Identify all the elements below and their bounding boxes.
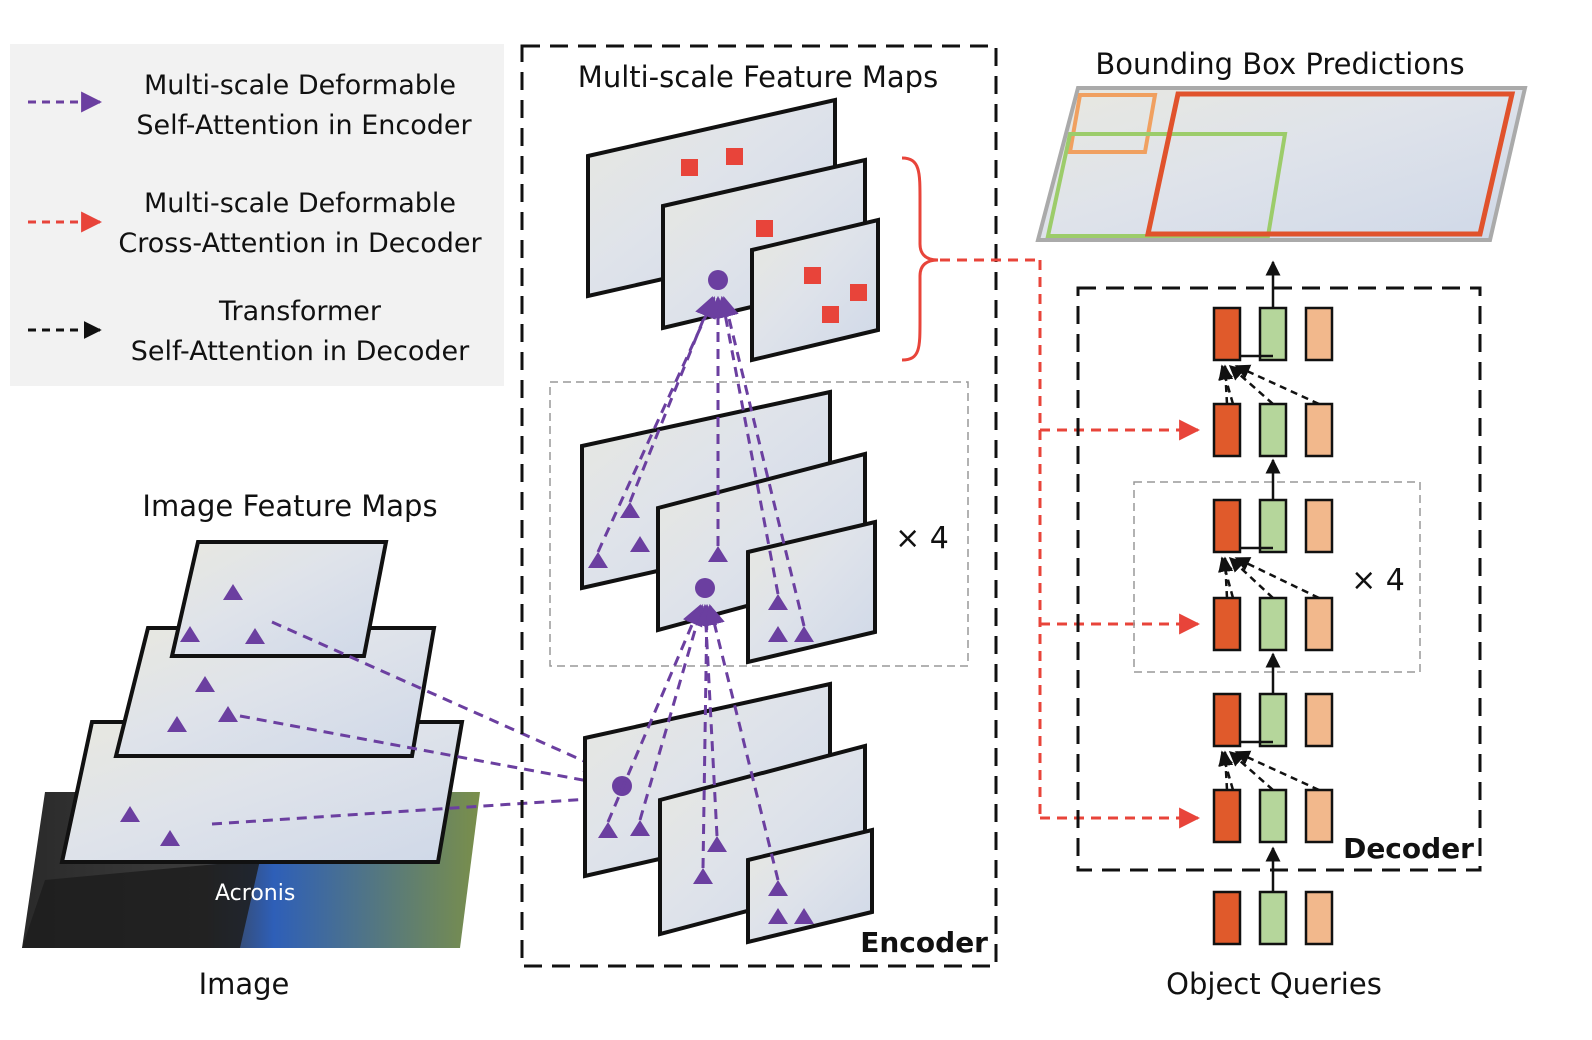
- sampling-point-icon: [598, 822, 618, 838]
- encoder-input-stack: [583, 681, 874, 945]
- sampling-point-icon: [180, 626, 200, 642]
- encoder-repeat-label: × 4: [895, 521, 949, 556]
- feature-map-level-3: [750, 217, 880, 363]
- sampling-point-icon: [794, 626, 814, 642]
- multiscale-feature-maps-title: Multi-scale Feature Maps: [578, 60, 938, 94]
- sampling-point-icon: [768, 908, 788, 924]
- legend: Multi-scale Deformable Self-Attention in…: [10, 44, 504, 386]
- decoder-repeat-box: [1133, 481, 1421, 673]
- image-label: Image: [199, 967, 290, 1001]
- feature-map-level-3: [746, 519, 877, 665]
- encoder-output-stack: [586, 97, 880, 363]
- legend-item-2-line2: Cross-Attention in Decoder: [118, 228, 482, 259]
- encoder-box: [520, 44, 998, 968]
- reference-point-icon: [850, 284, 867, 301]
- query-point-icon: [695, 578, 715, 598]
- decoder-repeat-label: × 4: [1351, 563, 1405, 598]
- reference-point-icon: [726, 148, 743, 165]
- legend-item-1-line2: Self-Attention in Encoder: [136, 110, 472, 141]
- object-query-red: [1212, 890, 1242, 946]
- query-row-5: [1212, 402, 1334, 458]
- cross-attention-arrows: [940, 258, 1201, 829]
- sampling-point-icon: [693, 868, 713, 884]
- query-point-icon: [708, 270, 728, 290]
- encoder-input-arrows: [211, 620, 607, 826]
- sampling-point-icon: [794, 908, 814, 924]
- sampling-point-icon: [195, 676, 215, 692]
- image-feature-maps-title: Image Feature Maps: [142, 489, 437, 523]
- query-row-6: [1212, 306, 1334, 362]
- sampling-point-icon: [218, 706, 238, 722]
- sampling-point-icon: [160, 830, 180, 846]
- image-jersey-text: Acronis: [215, 881, 295, 906]
- query-row-3: [1212, 596, 1334, 652]
- object-query-orange: [1304, 890, 1334, 946]
- sampling-point-icon: [120, 806, 140, 822]
- reference-point-icon: [756, 220, 773, 237]
- query-row-2: [1212, 692, 1334, 748]
- decoder-box: [1076, 286, 1482, 872]
- bbox-prediction-image: [1035, 86, 1528, 242]
- object-query-green: [1258, 890, 1288, 946]
- bbox-red: [1144, 91, 1516, 237]
- image-feature-map-stack: [59, 540, 465, 864]
- sampling-point-icon: [245, 628, 265, 644]
- object-queries-label: Object Queries: [1166, 967, 1382, 1001]
- sampling-point-icon: [630, 536, 650, 552]
- encoder-layer-arrows: [596, 295, 806, 881]
- sampling-point-icon: [620, 502, 640, 518]
- legend-item-1-line1: Multi-scale Deformable: [144, 70, 456, 101]
- legend-item-2-line1: Multi-scale Deformable: [144, 188, 456, 219]
- decoder-vertical-arrows: [1240, 260, 1281, 892]
- sampling-point-icon: [707, 836, 727, 852]
- query-row-4: [1212, 498, 1334, 554]
- encoder-repeat-box: [549, 381, 969, 667]
- encoder-output-brace: [901, 156, 939, 362]
- legend-item-3-line1: Transformer: [218, 296, 382, 327]
- decoder-layers: [1212, 306, 1334, 844]
- image-feature-map-small: [169, 540, 389, 658]
- sampling-point-icon: [588, 552, 608, 568]
- legend-item-3-line2: Self-Attention in Decoder: [131, 336, 470, 367]
- sampling-point-icon: [223, 584, 243, 600]
- bbox-predictions-title: Bounding Box Predictions: [1095, 47, 1464, 81]
- decoder-label: Decoder: [1343, 832, 1474, 865]
- sampling-point-icon: [768, 880, 788, 896]
- reference-point-icon: [804, 267, 821, 284]
- query-row-1: [1212, 788, 1334, 844]
- sampling-point-icon: [630, 820, 650, 836]
- sampling-point-icon: [768, 594, 788, 610]
- sampling-point-icon: [167, 716, 187, 732]
- object-queries: [1212, 890, 1334, 946]
- encoder-middle-stack: [580, 389, 877, 665]
- reference-point-icon: [822, 306, 839, 323]
- sampling-point-icon: [768, 626, 788, 642]
- decoder-self-attention-arrows: [1218, 364, 1320, 792]
- reference-point-icon: [681, 159, 698, 176]
- encoder-label: Encoder: [860, 926, 988, 959]
- sampling-point-icon: [708, 546, 728, 562]
